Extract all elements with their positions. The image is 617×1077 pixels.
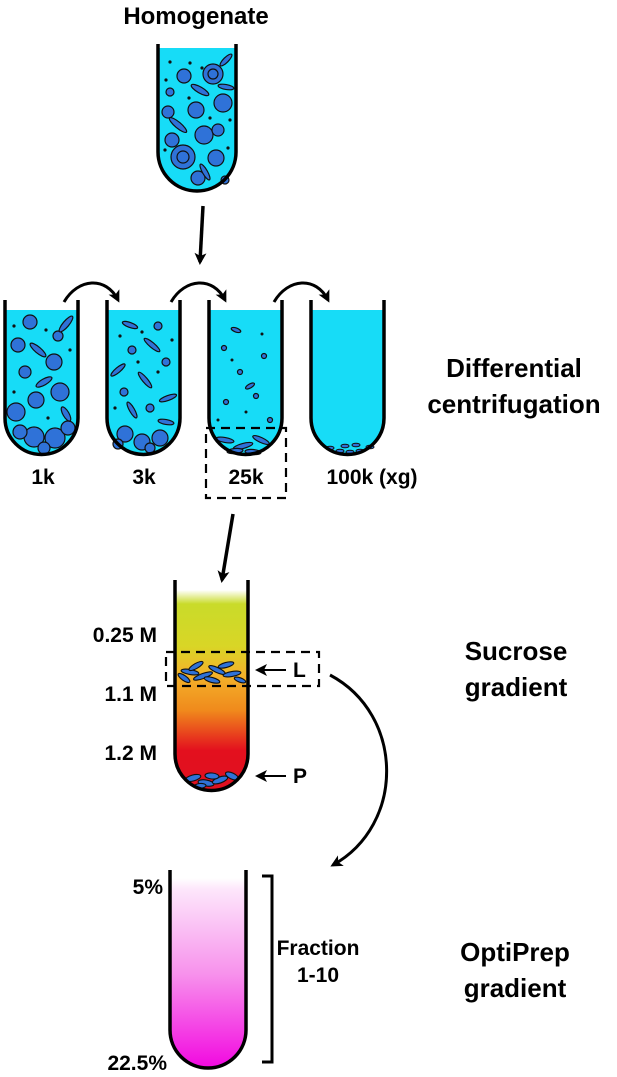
- tube-3k: [105, 300, 182, 457]
- arrow-down-1: [194, 205, 207, 265]
- fraction-label-line1: Fraction: [277, 937, 360, 960]
- differential-heading-line1: Differential: [446, 353, 582, 383]
- band-label-p: P: [293, 765, 307, 788]
- optiprep-heading-line1: OptiPrep: [460, 937, 570, 967]
- sucrose-conc-1-2: 1.2 M: [104, 742, 157, 765]
- homogenate-particles: [163, 60, 232, 152]
- homogenate-title: Homogenate: [123, 3, 268, 30]
- optiprep-top-percent: 5%: [133, 876, 164, 899]
- optiprep-bottom-percent: 22.5%: [107, 1052, 167, 1075]
- tube-100k: [309, 300, 386, 457]
- tube-label-25k: 25k: [228, 466, 263, 489]
- tube-label-3k: 3k: [132, 466, 156, 489]
- fraction-bracket: [262, 874, 274, 1064]
- homogenate-tube: [156, 44, 238, 193]
- sucrose-conc-1-1: 1.1 M: [104, 683, 157, 706]
- optiprep-heading-line2: gradient: [464, 973, 567, 1003]
- sucrose-heading-line2: gradient: [465, 672, 568, 702]
- optiprep-tube: [168, 870, 248, 1070]
- transfer-arrows: [62, 281, 330, 303]
- sucrose-heading-line1: Sucrose: [465, 636, 568, 666]
- tube-label-100k: 100k (xg): [326, 466, 417, 489]
- tube-label-1k: 1k: [31, 466, 55, 489]
- arrow-down-2: [217, 513, 235, 583]
- differential-heading-line2: centrifugation: [427, 389, 600, 419]
- arrow-to-optiprep: [329, 673, 389, 867]
- band-label-l: L: [293, 659, 306, 682]
- sucrose-conc-0-25: 0.25 M: [93, 624, 157, 647]
- fraction-label-line2: 1-10: [297, 964, 339, 987]
- tube-25k: [207, 300, 284, 457]
- sucrose-tube: [173, 580, 250, 793]
- tube-1k: [3, 300, 80, 457]
- sucrose-band-l-organelles: [177, 660, 247, 684]
- band-l-box: [164, 650, 321, 688]
